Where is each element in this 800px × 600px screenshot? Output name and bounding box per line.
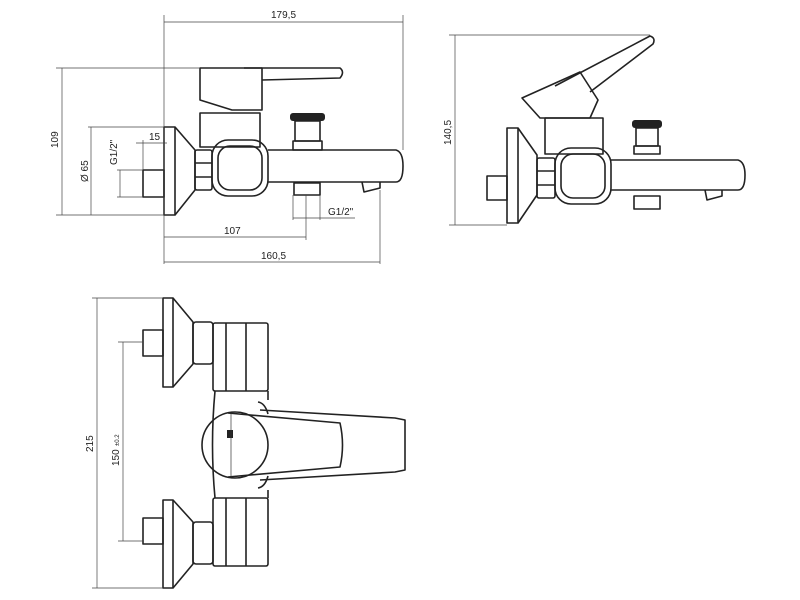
dim-total-length: 179,5 (271, 10, 296, 21)
dim-outlet-position: 107 (224, 226, 241, 237)
dim-flange-diameter: Ø 65 (80, 160, 91, 182)
dim-height-lever-up: 140,5 (443, 120, 454, 145)
dim-inlet-depth: 15 (149, 132, 161, 143)
dim-height: 109 (50, 131, 61, 148)
dimension-lines (92, 297, 163, 589)
dim-total-width: 215 (85, 435, 96, 452)
dim-centre-distance: 150 (111, 449, 122, 466)
dimension-lines (56, 15, 404, 264)
top-view: 215 150 ±0.2 (85, 297, 406, 589)
faucet-top-outline (142, 297, 406, 589)
dim-outlet-thread: G1/2" (328, 207, 354, 218)
dim-spout-length: 160,5 (261, 251, 286, 262)
perspective-view: 140,5 (443, 34, 746, 226)
side-view: 179,5 109 Ø 65 G1/2" 15 107 160,5 G1/2" (50, 10, 404, 264)
faucet-side-outline (142, 67, 404, 216)
faucet-lever-up-outline (486, 35, 746, 224)
dimension-lines (449, 34, 650, 226)
dim-tolerance: ±0.2 (115, 434, 121, 446)
dim-inlet-thread: G1/2" (109, 139, 120, 165)
